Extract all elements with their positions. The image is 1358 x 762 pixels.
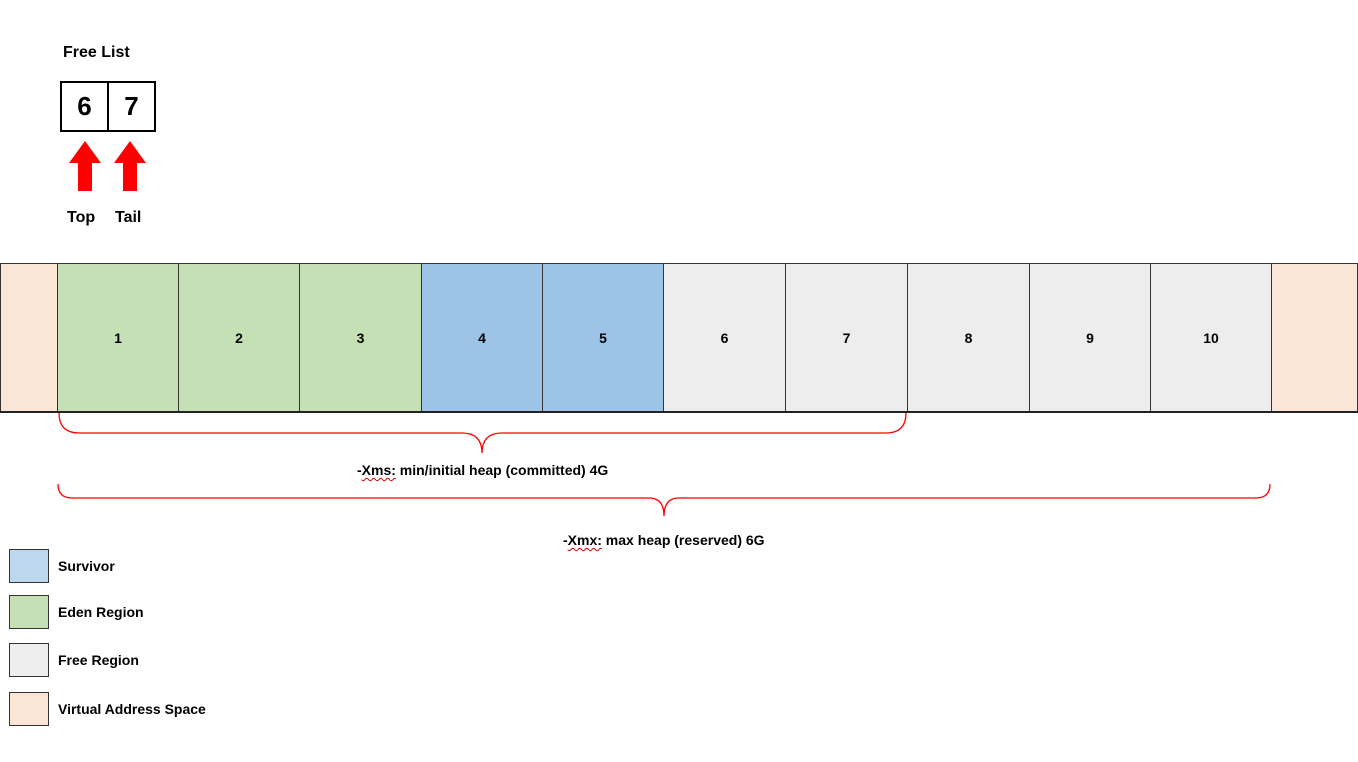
top-pointer-arrow-icon [69, 141, 101, 191]
xmx-brace [57, 483, 1271, 517]
legend-label-eden: Eden Region [58, 604, 144, 620]
heap-region-strip: 1 2 3 4 5 6 7 8 9 10 [0, 263, 1358, 413]
heap-region: 10 [1150, 263, 1272, 412]
heap-region: 8 [907, 263, 1030, 412]
heap-region: 1 [57, 263, 179, 412]
free-list-cell: 7 [107, 81, 156, 132]
heap-region: 9 [1029, 263, 1151, 412]
heap-region: 3 [299, 263, 422, 412]
xms-brace [58, 412, 907, 454]
heap-region: 4 [421, 263, 543, 412]
legend-swatch-virtual [9, 692, 49, 726]
tail-pointer-label: Tail [115, 209, 142, 226]
xmx-label: -Xmx: max heap (reserved) 6G [563, 532, 765, 548]
free-list-cell: 6 [60, 81, 109, 132]
heap-region: 7 [785, 263, 908, 412]
heap-bottom-border [0, 411, 1358, 413]
virtual-address-space-left [0, 263, 58, 412]
legend-label-free: Free Region [58, 652, 139, 668]
heap-region: 5 [542, 263, 664, 412]
tail-pointer-arrow-icon [114, 141, 146, 191]
legend-label-survivor: Survivor [58, 558, 115, 574]
top-pointer-label: Top [67, 209, 96, 226]
free-list-title: Free List [63, 44, 130, 61]
heap-region: 6 [663, 263, 786, 412]
legend-label-virtual: Virtual Address Space [58, 701, 206, 717]
heap-region: 2 [178, 263, 300, 412]
legend-swatch-free [9, 643, 49, 677]
xms-label: -Xms: min/initial heap (committed) 4G [357, 462, 609, 478]
virtual-address-space-right [1271, 263, 1358, 412]
legend-swatch-survivor [9, 549, 49, 583]
legend-swatch-eden [9, 595, 49, 629]
